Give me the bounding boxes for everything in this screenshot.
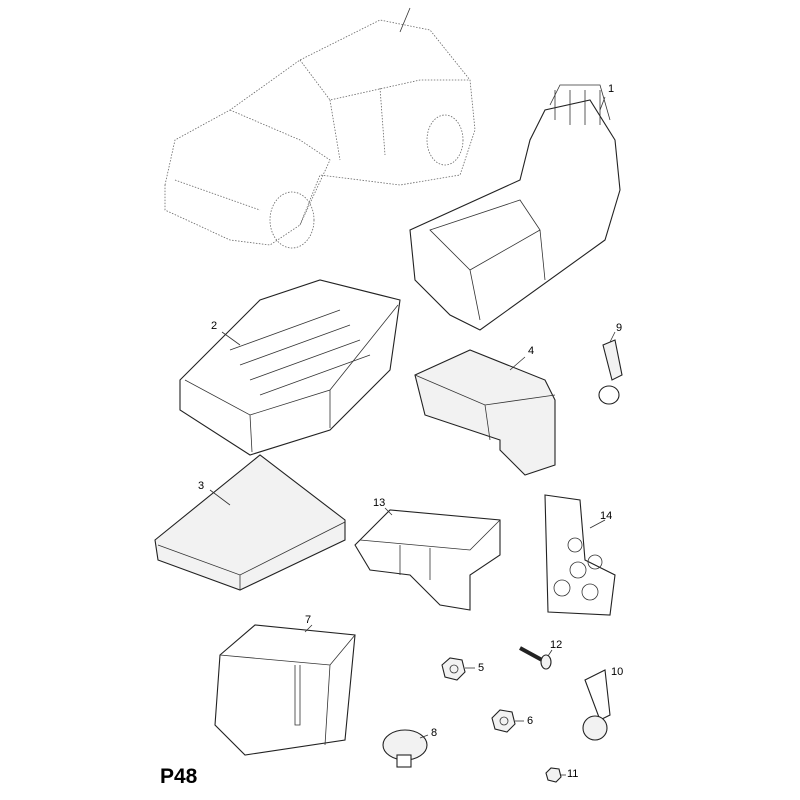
- part-14-plate: [544, 494, 616, 616]
- part-2-fuse-block: [179, 279, 401, 456]
- callout-4: 4: [528, 345, 535, 357]
- part-12-screw: [519, 646, 553, 670]
- part-4-cover: [414, 349, 556, 476]
- part-11-nut: [545, 767, 566, 783]
- part-10-clip: [582, 669, 611, 741]
- callout-5: 5: [478, 662, 485, 674]
- callout-13: 13: [373, 497, 386, 509]
- callout-7: 7: [305, 614, 312, 626]
- callout-1: 1: [608, 83, 615, 95]
- part-1-fuse-box-bracket: [409, 84, 621, 331]
- part-7-control-module: [214, 624, 356, 756]
- callout-6: 6: [527, 715, 534, 727]
- part-13-bracket: [354, 507, 501, 611]
- page-code: P48: [160, 765, 198, 788]
- part-8-knob: [382, 729, 429, 768]
- callout-14: 14: [600, 510, 613, 522]
- callout-2: 2: [211, 320, 218, 332]
- part-9-clip: [598, 331, 623, 405]
- callout-11: 11: [567, 768, 579, 780]
- callout-12: 12: [550, 639, 563, 651]
- part-3-fuse-box-cover: [154, 454, 346, 591]
- callout-8: 8: [431, 727, 438, 739]
- callout-9: 9: [616, 322, 623, 334]
- part-6-nut: [491, 709, 524, 733]
- vehicle-outline: [164, 7, 476, 249]
- part-5-nut: [441, 657, 475, 681]
- callout-3: 3: [198, 480, 205, 492]
- callout-10: 10: [611, 666, 624, 678]
